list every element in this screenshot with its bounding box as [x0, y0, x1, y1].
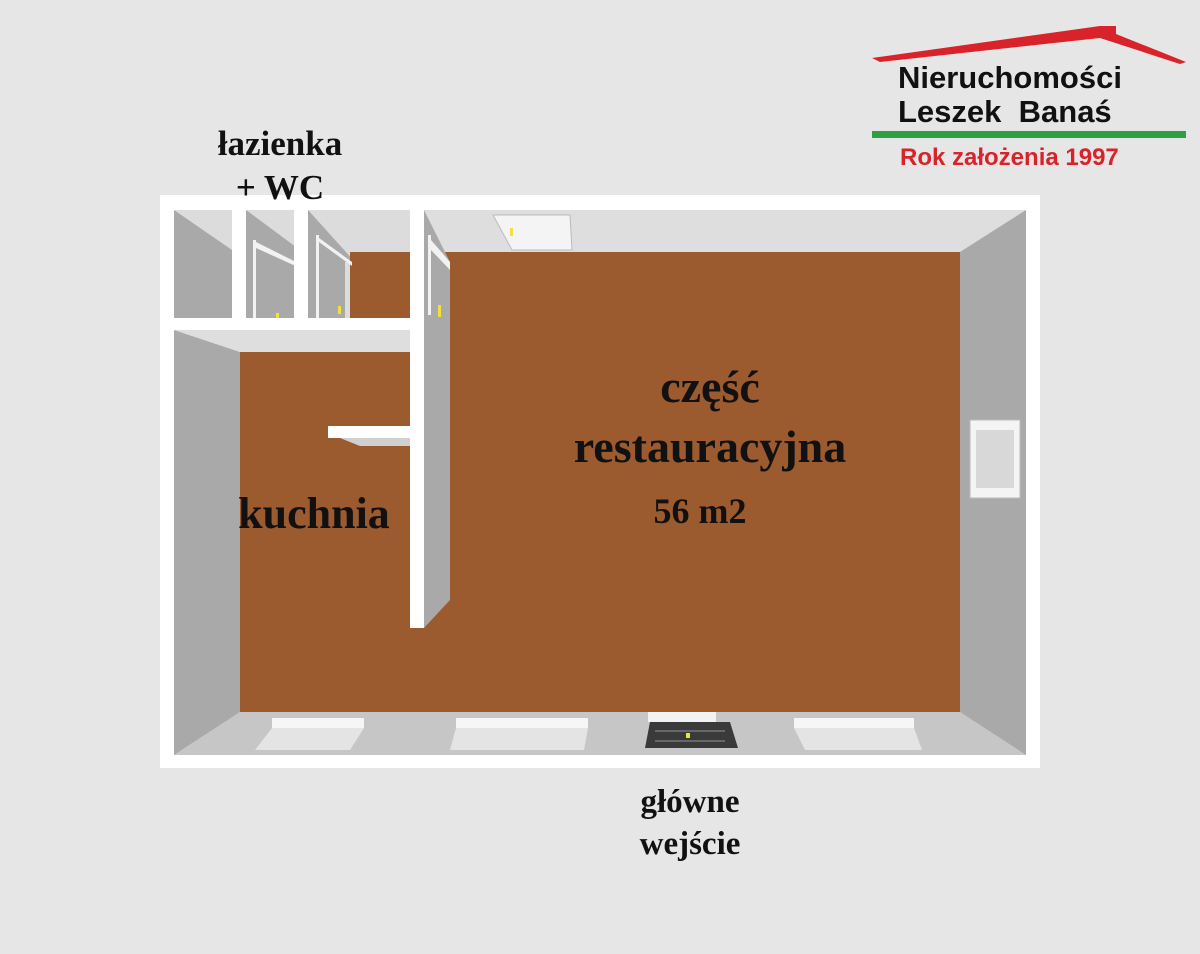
- partition-wall: [410, 210, 424, 628]
- restaurant-label-line1: część: [660, 361, 760, 412]
- bathroom-label-line1: łazienka: [217, 124, 343, 163]
- kitchen-shelf: [328, 426, 412, 438]
- bathroom-label-line2: + WC: [235, 168, 325, 207]
- logo-line1: Nieruchomości: [898, 60, 1122, 95]
- entrance-label-line2: wejście: [639, 826, 741, 862]
- restaurant-label-line2: restauracyjna: [573, 421, 847, 472]
- logo-tagline: Rok założenia 1997: [900, 144, 1119, 171]
- kitchen-label: kuchnia: [238, 489, 390, 538]
- top-door: [492, 214, 573, 251]
- main-entrance-door: [645, 712, 738, 748]
- logo-roof: [872, 26, 1186, 64]
- logo-green-bar: [872, 131, 1186, 138]
- restaurant-area: 56 m2: [653, 491, 747, 531]
- logo-line2: Leszek Banaś: [898, 94, 1112, 129]
- bottom-windows: [255, 718, 922, 750]
- entrance-label-line1: główne: [640, 784, 740, 820]
